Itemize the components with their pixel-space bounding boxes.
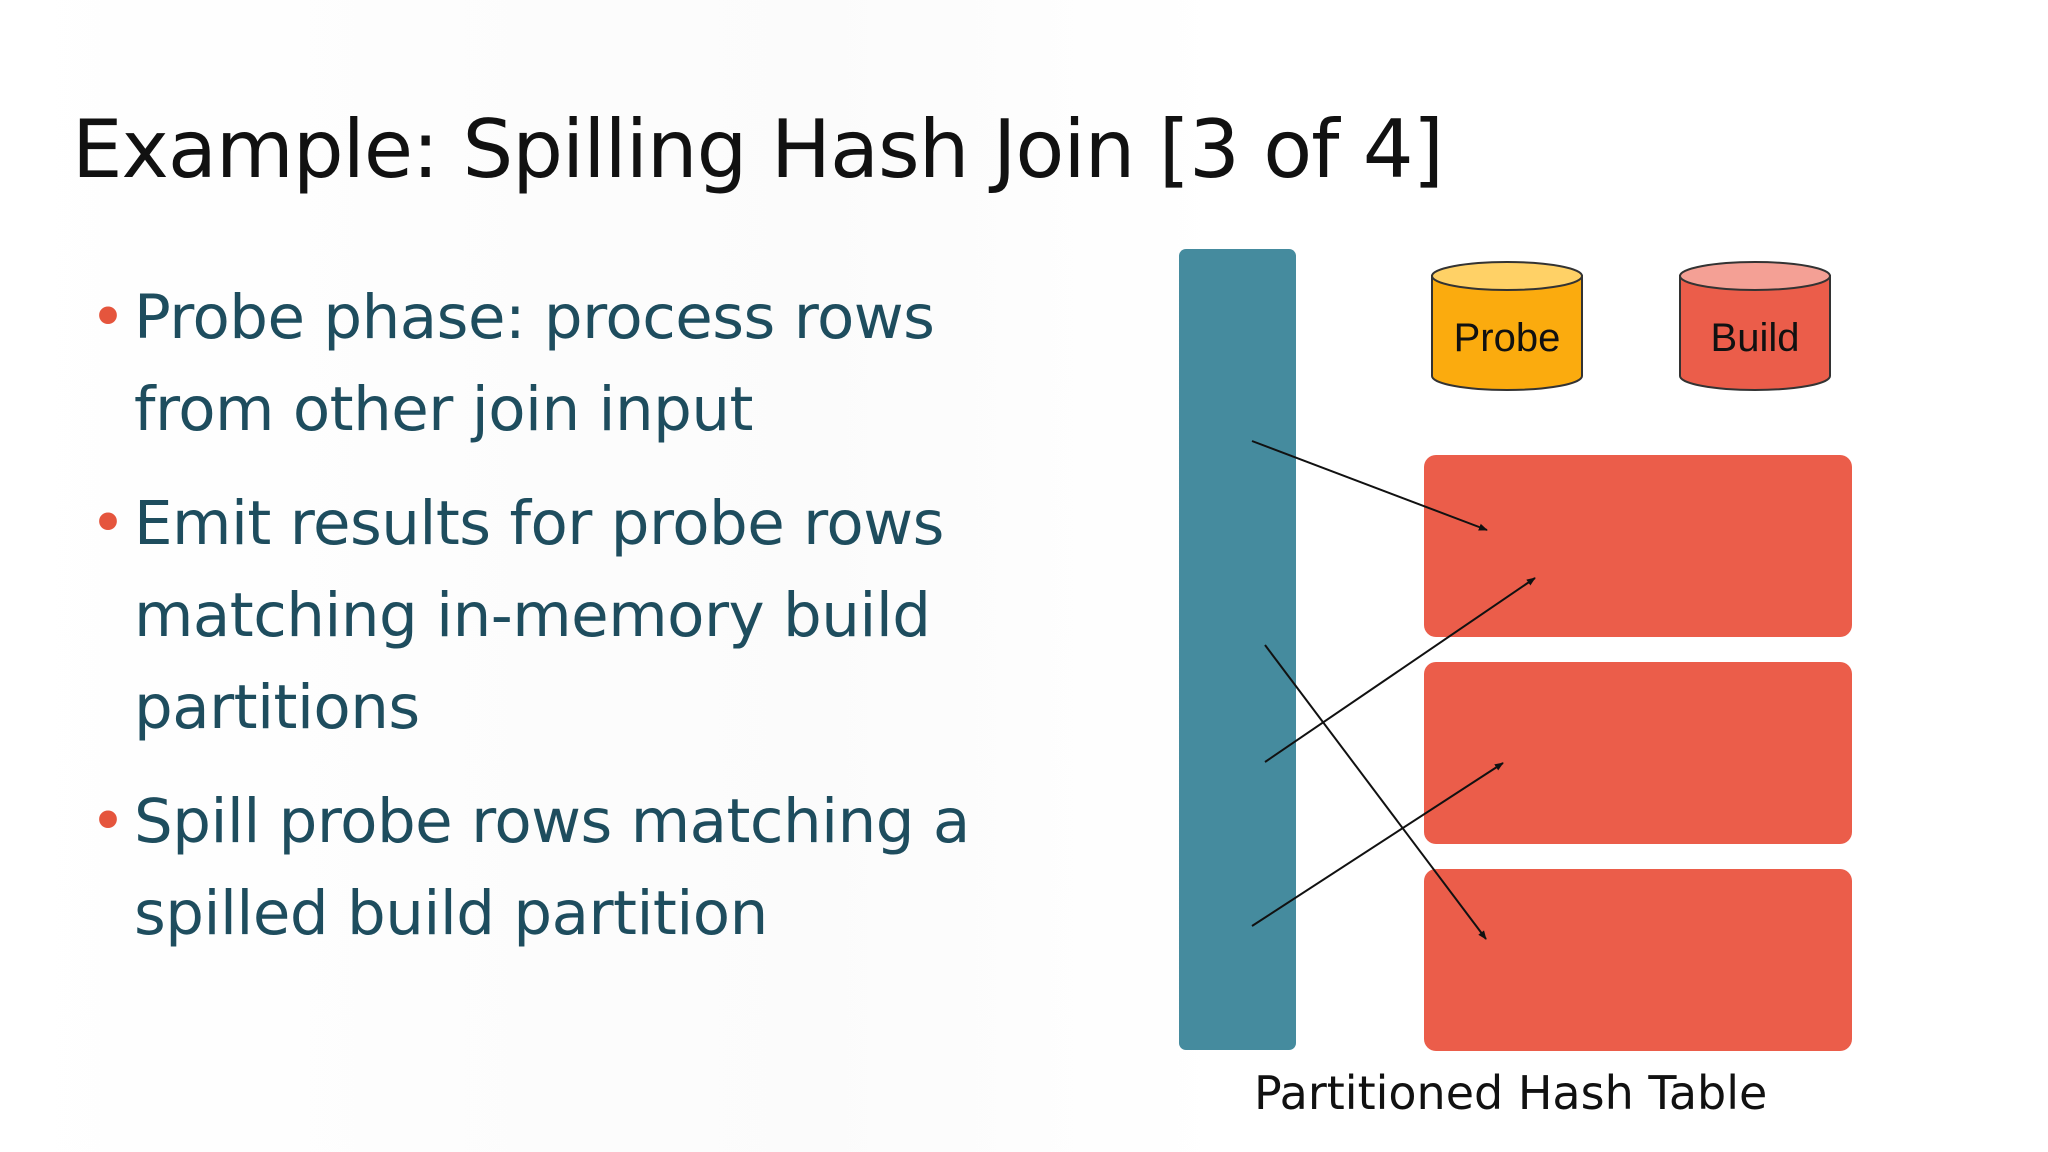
hash-partition-1: [1424, 455, 1852, 637]
probe-cylinder-label: Probe: [1454, 316, 1561, 360]
routing-arrow-2: [1264, 577, 1536, 763]
routing-arrow-4: [1251, 762, 1504, 927]
probe-input-column: [1179, 249, 1296, 1050]
bullet-item: • Emit results for probe rows matching i…: [90, 478, 1050, 754]
diagram-caption: Partitioned Hash Table: [1254, 1066, 1768, 1120]
hash-partition-3: [1424, 869, 1852, 1051]
bullet-marker: •: [90, 786, 126, 857]
bullet-text: Probe phase: process rows from other joi…: [134, 282, 935, 445]
slide-title: Example: Spilling Hash Join [3 of 4]: [72, 103, 1444, 196]
bullet-item: • Probe phase: process rows from other j…: [90, 272, 1050, 456]
bullet-marker: •: [90, 282, 126, 353]
bullet-item: • Spill probe rows matching a spilled bu…: [90, 776, 1050, 960]
bullet-list: • Probe phase: process rows from other j…: [90, 272, 1050, 982]
hash-partition-2: [1424, 662, 1852, 844]
probe-cylinder: Probe: [1431, 261, 1583, 391]
build-cylinder: Build: [1679, 261, 1831, 391]
routing-arrow-3: [1264, 644, 1487, 940]
bullet-text: Spill probe rows matching a spilled buil…: [134, 786, 970, 949]
routing-arrow-1: [1251, 440, 1488, 531]
bullet-text: Emit results for probe rows matching in-…: [134, 488, 944, 743]
bullet-marker: •: [90, 488, 126, 559]
build-cylinder-label: Build: [1711, 316, 1800, 360]
